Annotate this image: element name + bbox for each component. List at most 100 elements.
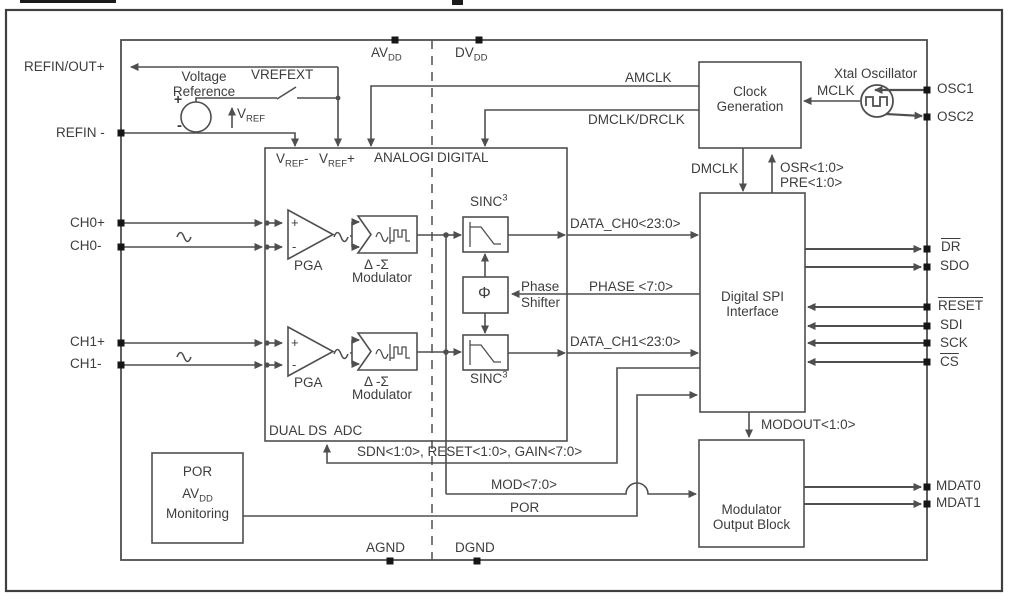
modulator-ch1-symbol bbox=[356, 332, 418, 371]
sdn-bus-label: SDN<1:0>, RESET<1:0>, GAIN<7:0> bbox=[357, 444, 583, 459]
phase-bus-label: PHASE <7:0> bbox=[589, 279, 674, 294]
modulator-waveform-icons bbox=[375, 227, 410, 361]
pin-label-dvdd: DVDD bbox=[455, 45, 488, 64]
pin-label-avdd: AVDD bbox=[371, 45, 402, 64]
pin-label-mdat0: MDAT0 bbox=[936, 478, 981, 493]
delta-sigma1-label: Δ -Σ bbox=[364, 374, 389, 389]
crop-artifact bbox=[20, 0, 463, 5]
phi-label: Φ bbox=[478, 285, 491, 302]
chip-boundary bbox=[120, 39, 928, 561]
modulator0-label: Modulator bbox=[352, 270, 413, 285]
dmclk-label: DMCLK bbox=[691, 161, 739, 176]
pin-label-agnd: AGND bbox=[366, 540, 406, 555]
pga-ch0-symbol bbox=[287, 208, 335, 261]
wire-mdat-pins bbox=[804, 483, 922, 508]
pga0-minus-sign: - bbox=[292, 239, 297, 254]
vref-minus-port-label: VREF- bbox=[276, 151, 309, 170]
mod-bus-with-jump bbox=[446, 482, 697, 498]
phase-shifter-label-2: Shifter bbox=[521, 295, 561, 310]
osr-label: OSR<1:0> bbox=[780, 160, 844, 175]
analog-signal-icon bbox=[333, 231, 349, 243]
delta-sigma0-label: Δ -Σ bbox=[364, 257, 389, 272]
pin-markers bbox=[117, 36, 931, 565]
analog-label: ANALOG bbox=[374, 150, 431, 165]
por-block-label-1: POR bbox=[182, 464, 213, 479]
wire-osc-pins bbox=[874, 86, 927, 120]
sinc-filter-icons bbox=[469, 222, 501, 365]
pga-ch1-symbol bbox=[287, 325, 335, 378]
pin-label-ch0-minus: CH0- bbox=[70, 238, 102, 253]
vrefext-switch-icon bbox=[276, 86, 297, 100]
pin-label-osc1: OSC1 bbox=[937, 81, 974, 96]
modulator1-label: Modulator bbox=[352, 387, 413, 402]
mod-bus-label: MOD<7:0> bbox=[491, 477, 558, 492]
wire-reference bbox=[121, 63, 342, 147]
vref-plus-port-label: VREF+ bbox=[319, 151, 355, 170]
pin-label-cs: CS bbox=[940, 354, 959, 369]
data-ch0-bus-label: DATA_CH0<23:0> bbox=[570, 216, 681, 231]
xtal-oscillator-label: Xtal Oscillator bbox=[834, 66, 918, 81]
analog-signal-icon bbox=[176, 231, 192, 243]
pin-label-dr: DR bbox=[941, 239, 961, 254]
pin-label-ch1-plus: CH1+ bbox=[70, 334, 105, 349]
pin-label-sdo: SDO bbox=[940, 258, 970, 273]
vrefext-label: VREFEXT bbox=[251, 67, 314, 82]
wire-clocks bbox=[367, 85, 860, 193]
por-signal-label: POR bbox=[510, 500, 540, 515]
wire-data-buses bbox=[508, 231, 699, 357]
vref-label: VREF bbox=[237, 106, 266, 125]
junction-dots bbox=[264, 95, 449, 368]
digital-spi-interface-block bbox=[699, 192, 806, 413]
pga0-plus-sign: + bbox=[291, 215, 299, 230]
pre-label: PRE<1:0> bbox=[780, 175, 843, 190]
analog-signal-icon bbox=[176, 351, 192, 363]
pga1-label: PGA bbox=[294, 375, 323, 390]
figure-frame bbox=[4, 8, 1004, 593]
analog-signal-icon bbox=[333, 348, 349, 360]
pin-label-osc2: OSC2 bbox=[937, 109, 974, 124]
por-monitoring-block bbox=[151, 452, 244, 544]
pin-label-refin-minus: REFIN - bbox=[56, 125, 105, 140]
wire-phase bbox=[481, 253, 700, 334]
vref-minus-sign: - bbox=[177, 117, 182, 134]
dmclk-drclk-label: DMCLK/DRCLK bbox=[588, 112, 685, 127]
pin-label-mdat1: MDAT1 bbox=[936, 495, 981, 510]
dual-ds-adc-label: DUAL DS ADC bbox=[269, 423, 363, 438]
phase-shifter-label-1: Phase bbox=[521, 279, 560, 294]
pin-label-reset: RESET bbox=[938, 298, 984, 313]
pin-label-ch1-minus: CH1- bbox=[70, 356, 102, 371]
sinc3-ch0-label: SINC3 bbox=[470, 192, 508, 209]
digital-label: DIGITAL bbox=[437, 150, 489, 165]
xtal-oscillator-symbol bbox=[860, 84, 894, 118]
pin-label-sdi: SDI bbox=[940, 317, 963, 332]
wire-control bbox=[243, 367, 700, 517]
vref-plus-sign: + bbox=[174, 91, 183, 107]
wire-spi-pins bbox=[805, 245, 927, 366]
pin-label-refin-out: REFIN/OUT+ bbox=[24, 59, 105, 74]
phase-shifter-block bbox=[462, 276, 509, 314]
wire-channel-inputs bbox=[121, 219, 283, 369]
por-block-label-2: AVDD bbox=[182, 486, 213, 505]
por-block-label-3: Monitoring bbox=[165, 506, 230, 521]
pin-label-ch0-plus: CH0+ bbox=[70, 215, 105, 230]
modulator-ch0-symbol bbox=[356, 215, 418, 254]
pga1-plus-sign: + bbox=[291, 335, 299, 350]
pin-label-dgnd: DGND bbox=[455, 540, 495, 555]
mclk-label: MCLK bbox=[817, 83, 855, 98]
square-wave-icon bbox=[865, 96, 888, 107]
voltage-reference-symbol bbox=[180, 101, 236, 133]
wire-pga-to-modulator bbox=[333, 218, 360, 368]
sinc3-ch1-label: SINC3 bbox=[470, 369, 508, 386]
clock-generation-block bbox=[698, 61, 802, 149]
pga0-label: PGA bbox=[294, 258, 323, 273]
modout-bus-label: MODOUT<1:0> bbox=[761, 417, 856, 432]
pga1-minus-sign: - bbox=[292, 357, 297, 372]
amclk-label: AMCLK bbox=[625, 70, 672, 85]
data-ch1-bus-label: DATA_CH1<23:0> bbox=[570, 334, 681, 349]
pin-label-sck: SCK bbox=[940, 335, 968, 350]
